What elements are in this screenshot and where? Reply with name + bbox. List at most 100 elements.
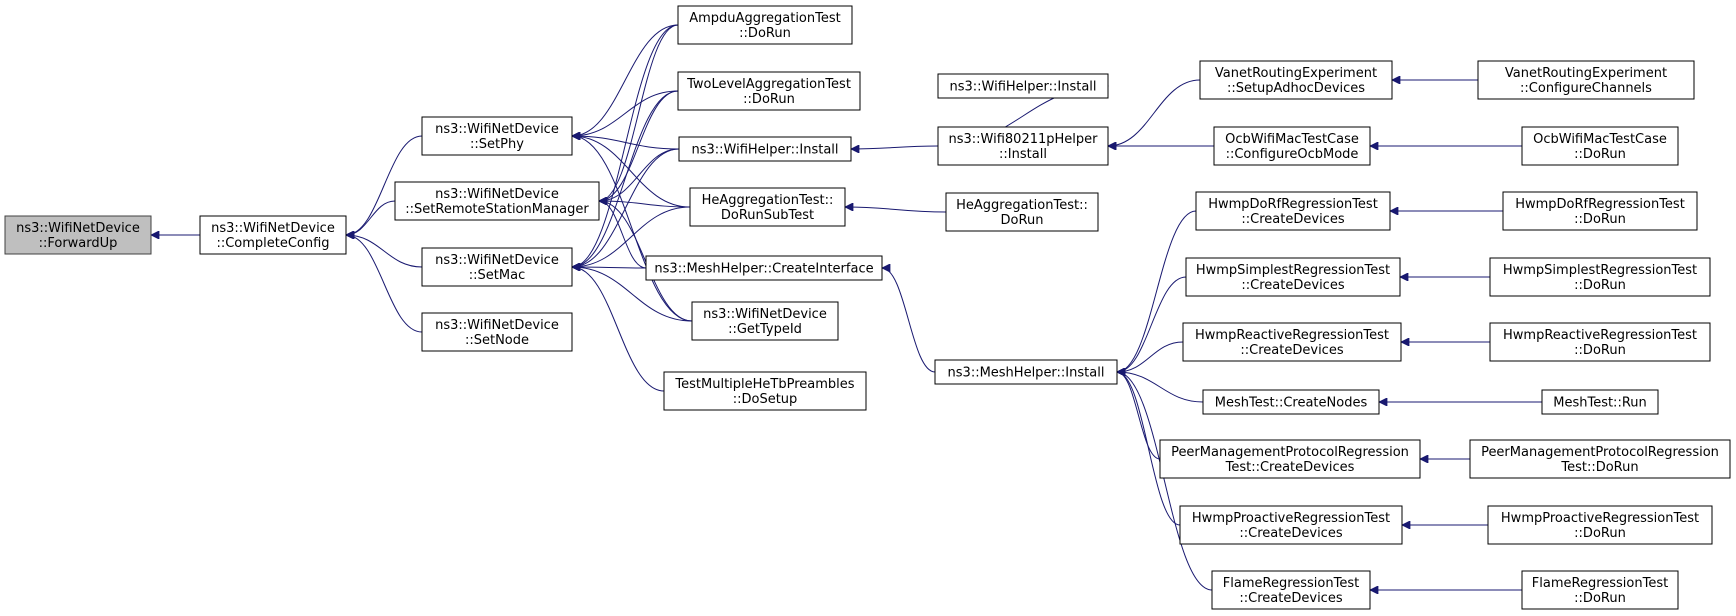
- node-meshtestrun[interactable]: MeshTest::Run: [1541, 389, 1659, 415]
- node-box: [937, 73, 1109, 99]
- node-box: [421, 312, 573, 352]
- node-ocbdorun[interactable]: OcbWifiMacTestCase::DoRun: [1521, 126, 1679, 166]
- edge-meshtestcn-to-meshinstall: [1117, 372, 1204, 403]
- node-box: [1489, 257, 1711, 297]
- node-box: [4, 215, 152, 255]
- node-label: HwmpProactiveRegressionTest: [1192, 511, 1390, 526]
- edge-arrow: [572, 206, 691, 267]
- node-wifihelper2[interactable]: ns3::WifiHelper::Install: [937, 73, 1109, 99]
- node-hwmpdorfrun[interactable]: HwmpDoRfRegressionTest::DoRun: [1502, 191, 1698, 231]
- node-label: MeshTest::Run: [1553, 396, 1647, 411]
- node-label: ::SetMac: [469, 268, 525, 283]
- node-hwmpsimpcd[interactable]: HwmpSimplestRegressionTest::CreateDevice…: [1185, 257, 1401, 297]
- node-wifihelper1[interactable]: ns3::WifiHelper::Install: [678, 136, 852, 162]
- node-box: [1487, 505, 1713, 545]
- edge-arrow: [572, 267, 665, 392]
- node-label: ns3::WifiHelper::Install: [949, 80, 1096, 95]
- node-label: ::DoRun: [743, 92, 795, 107]
- node-box: [1195, 191, 1391, 231]
- node-label: ns3::WifiNetDevice: [211, 221, 335, 236]
- node-meshinstall[interactable]: ns3::MeshHelper::Install: [934, 359, 1118, 385]
- node-label: AmpduAggregationTest: [689, 11, 840, 26]
- edge-wifi80211p-to-wifihelper1: [851, 146, 939, 149]
- node-box: [394, 181, 600, 221]
- node-setphy[interactable]: ns3::WifiNetDevice::SetPhy: [421, 116, 573, 156]
- node-ampdu[interactable]: AmpduAggregationTest::DoRun: [677, 5, 853, 45]
- node-label: DoRunSubTest: [721, 208, 814, 223]
- node-label: ::DoRun: [1574, 343, 1626, 358]
- edge-arrow: [1117, 372, 1213, 591]
- node-hwmpprorun[interactable]: HwmpProactiveRegressionTest::DoRun: [1487, 505, 1713, 545]
- edge-arrow: [572, 24, 679, 136]
- node-hwmpsimprun[interactable]: HwmpSimplestRegressionTest::DoRun: [1489, 257, 1711, 297]
- edge-hwmpdorfcd-to-meshinstall: [1117, 210, 1197, 372]
- node-vanetcc[interactable]: VanetRoutingExperiment::ConfigureChannel…: [1477, 60, 1695, 100]
- edge-arrow: [599, 201, 647, 269]
- node-label: ns3::WifiNetDevice: [435, 187, 559, 202]
- node-label: TwoLevelAggregationTest: [686, 77, 851, 92]
- node-label: ::DoRun: [1574, 278, 1626, 293]
- edge-hwmpprocd-to-meshinstall: [1117, 372, 1181, 526]
- node-box: [1211, 570, 1371, 610]
- node-wifi80211p[interactable]: ns3::Wifi80211pHelper::Install: [937, 126, 1109, 166]
- node-label: VanetRoutingExperiment: [1505, 66, 1667, 81]
- node-box: [1541, 389, 1659, 415]
- edge-arrow: [1117, 372, 1181, 526]
- node-completeconfig[interactable]: ns3::WifiNetDevice::CompleteConfig: [199, 215, 347, 255]
- node-label: ::ForwardUp: [39, 236, 118, 251]
- edge-setmac-to-completeconfig: [346, 235, 423, 268]
- node-hwmpdorfcd[interactable]: HwmpDoRfRegressionTest::CreateDevices: [1195, 191, 1391, 231]
- node-label: ::ConfigureOcbMode: [1226, 147, 1359, 162]
- edge-arrow: [572, 90, 679, 136]
- node-label: ::DoRun: [1574, 212, 1626, 227]
- node-testmulti[interactable]: TestMultipleHeTbPreambles::DoSetup: [663, 371, 867, 411]
- node-box: [1521, 570, 1679, 610]
- edge-wifihelper1-to-setmac: [572, 148, 680, 267]
- node-hwmpreacrun[interactable]: HwmpReactiveRegressionTest::DoRun: [1489, 322, 1711, 362]
- node-label: DoRun: [1001, 213, 1044, 228]
- node-heaggrun[interactable]: HeAggregationTest::DoRun: [945, 192, 1099, 232]
- node-box: [937, 126, 1109, 166]
- node-box: [677, 71, 861, 111]
- node-peermgmtcd[interactable]: PeerManagementProtocolRegressionTest::Cr…: [1159, 439, 1421, 479]
- node-label: FlameRegressionTest: [1532, 576, 1668, 591]
- node-label: HwmpSimplestRegressionTest: [1503, 263, 1697, 278]
- node-meshcreate[interactable]: ns3::MeshHelper::CreateInterface: [645, 255, 883, 281]
- node-setmac[interactable]: ns3::WifiNetDevice::SetMac: [421, 247, 573, 287]
- edge-gettypeid-to-setmac: [572, 267, 693, 322]
- edge-twolevel-to-setmac: [572, 90, 679, 267]
- node-hwmpprocd[interactable]: HwmpProactiveRegressionTest::CreateDevic…: [1179, 505, 1403, 545]
- node-heagg[interactable]: HeAggregationTest::DoRunSubTest: [689, 187, 846, 227]
- edge-setrsm-to-completeconfig: [346, 200, 396, 235]
- node-ocbconfig[interactable]: OcbWifiMacTestCase::ConfigureOcbMode: [1213, 126, 1371, 166]
- node-forwardup[interactable]: ns3::WifiNetDevice::ForwardUp: [4, 215, 152, 255]
- node-hwmpreaccd[interactable]: HwmpReactiveRegressionTest::CreateDevice…: [1182, 322, 1402, 362]
- node-box: [421, 247, 573, 287]
- node-label: ::CreateDevices: [1241, 278, 1344, 293]
- node-box: [645, 255, 883, 281]
- edge-arrow: [845, 207, 947, 213]
- edge-ampdu-to-setrsm: [599, 24, 679, 201]
- edge-arrow: [572, 148, 680, 267]
- edge-arrow: [572, 90, 679, 267]
- node-box: [1179, 505, 1403, 545]
- node-label: ::CompleteConfig: [216, 236, 329, 251]
- node-peermgmtrun[interactable]: PeerManagementProtocolRegressionTest::Do…: [1469, 439, 1731, 479]
- edge-arrow: [599, 90, 679, 201]
- node-flamerun[interactable]: FlameRegressionTest::DoRun: [1521, 570, 1679, 610]
- edge-setnode-to-completeconfig: [346, 235, 423, 333]
- edge-arrow: [1117, 372, 1161, 460]
- node-label: Test::DoRun: [1560, 460, 1638, 475]
- node-setrsm[interactable]: ns3::WifiNetDevice::SetRemoteStationMana…: [394, 181, 600, 221]
- edge-arrow: [1117, 372, 1204, 403]
- node-gettypeid[interactable]: ns3::WifiNetDevice::GetTypeId: [691, 301, 839, 341]
- node-flamecd[interactable]: FlameRegressionTest::CreateDevices: [1211, 570, 1371, 610]
- node-meshtestcn[interactable]: MeshTest::CreateNodes: [1202, 389, 1380, 415]
- node-twolevel[interactable]: TwoLevelAggregationTest::DoRun: [677, 71, 861, 111]
- node-box: [663, 371, 867, 411]
- node-setnode[interactable]: ns3::WifiNetDevice::SetNode: [421, 312, 573, 352]
- node-vanetsetup[interactable]: VanetRoutingExperiment::SetupAdhocDevice…: [1199, 60, 1393, 100]
- node-label: ns3::WifiHelper::Install: [691, 143, 838, 158]
- node-label: OcbWifiMacTestCase: [1533, 132, 1667, 147]
- node-box: [1182, 322, 1402, 362]
